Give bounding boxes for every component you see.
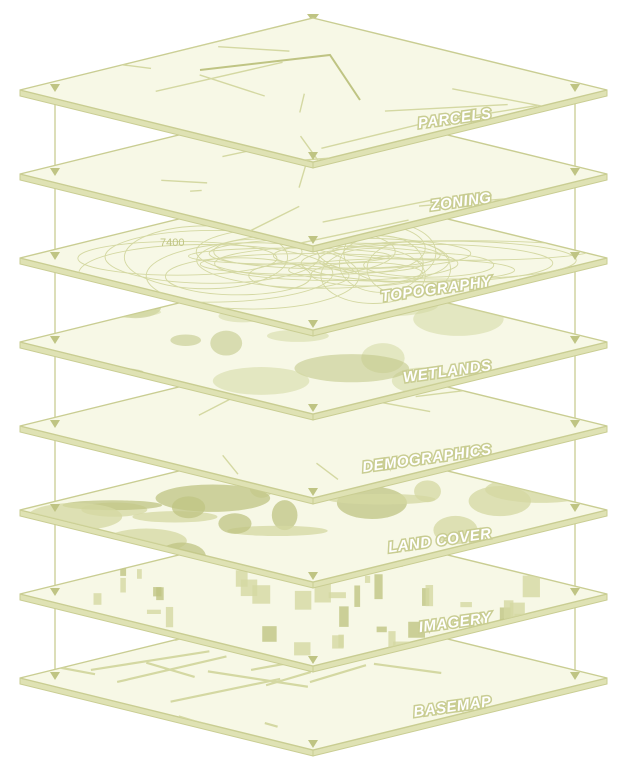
- building-block: [426, 585, 434, 606]
- building-block: [377, 627, 387, 633]
- area-patch: [540, 278, 574, 304]
- map-line: [510, 462, 559, 468]
- building-block: [153, 587, 161, 596]
- area-patch: [210, 331, 242, 356]
- area-patch: [272, 500, 298, 530]
- layer-parcels: PARCELS: [20, 18, 607, 168]
- building-block: [120, 556, 126, 576]
- area-patch: [218, 513, 251, 534]
- contour-elevation-label: 7400: [160, 237, 184, 249]
- area-patch: [172, 496, 205, 518]
- building-block: [329, 592, 346, 598]
- building-block: [294, 642, 310, 655]
- map-line: [564, 730, 628, 738]
- building-block: [354, 585, 360, 606]
- area-patch: [170, 334, 201, 345]
- map-line: [101, 32, 151, 55]
- building-block: [531, 563, 540, 574]
- building-block: [118, 548, 124, 559]
- map-line: [518, 463, 588, 482]
- building-block: [474, 549, 485, 554]
- building-block: [262, 626, 276, 642]
- building-block: [365, 576, 370, 583]
- map-line: [162, 21, 225, 43]
- map-line: [152, 717, 160, 733]
- building-block: [523, 576, 540, 598]
- area-patch: [213, 367, 310, 395]
- building-block: [97, 541, 101, 557]
- building-block: [236, 570, 248, 586]
- building-block: [84, 618, 94, 638]
- building-block: [116, 632, 121, 638]
- layer-plane: [20, 18, 607, 162]
- building-block: [94, 593, 102, 605]
- area-patch: [530, 387, 580, 397]
- layer-planes: BASEMAPIMAGERYLAND COVERDEMOGRAPHICSWETL…: [19, 18, 629, 756]
- map-line: [190, 190, 202, 191]
- area-patch: [19, 552, 105, 567]
- area-patch: [57, 306, 161, 318]
- building-block: [147, 610, 161, 614]
- building-block: [120, 578, 126, 593]
- building-block: [374, 574, 382, 599]
- building-block: [90, 641, 101, 646]
- building-block: [166, 607, 173, 627]
- map-line: [106, 732, 120, 748]
- building-block: [137, 569, 142, 579]
- area-patch: [79, 295, 112, 320]
- area-patch: [294, 354, 409, 382]
- area-patch: [485, 476, 597, 503]
- building-block: [338, 635, 343, 648]
- building-block: [339, 606, 348, 627]
- building-block: [295, 591, 311, 610]
- building-block: [460, 602, 472, 607]
